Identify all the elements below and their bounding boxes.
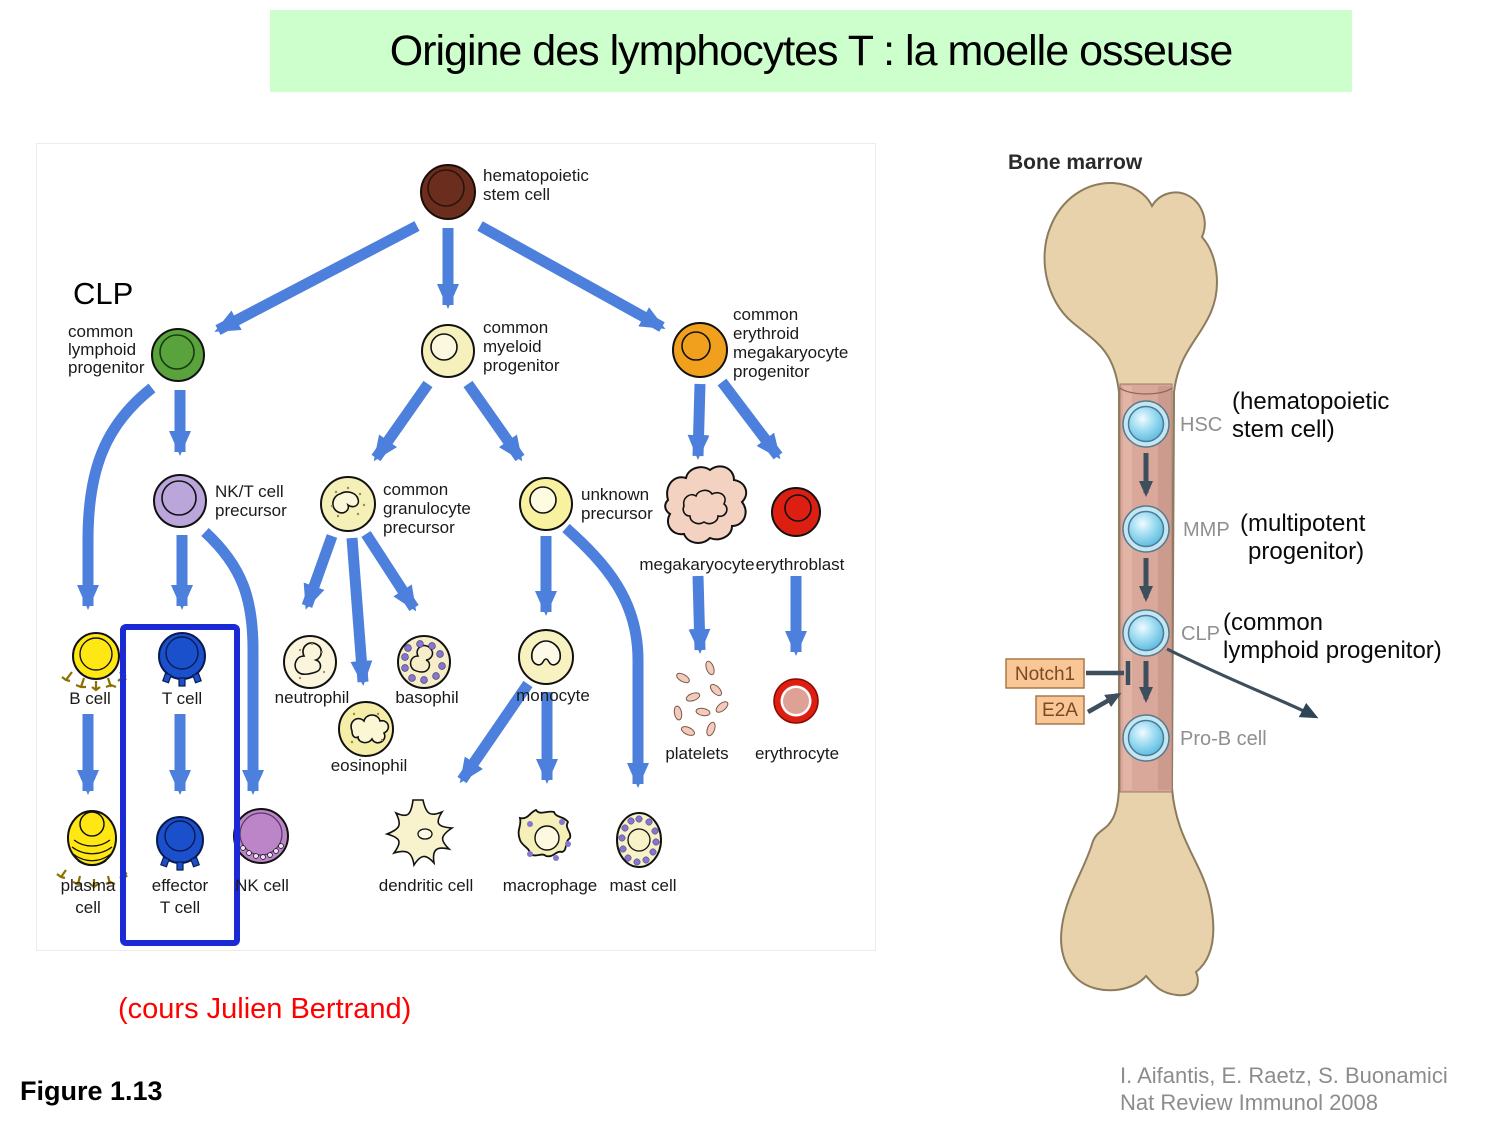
b-cell-label: B cell bbox=[69, 689, 111, 708]
cemp-label: common bbox=[733, 305, 798, 324]
monocyte-label: monocyte bbox=[516, 686, 590, 705]
svg-text:cell: cell bbox=[75, 898, 101, 917]
plasma-cell bbox=[56, 810, 128, 889]
svg-text:granulocyte: granulocyte bbox=[383, 499, 471, 518]
tree-arrows bbox=[77, 221, 807, 795]
cemp-cell bbox=[672, 322, 728, 378]
eosinophil-cell bbox=[338, 701, 394, 757]
clp-overlay-label: CLP bbox=[73, 276, 134, 311]
neutrophil-label: neutrophil bbox=[275, 688, 350, 707]
b-cell bbox=[61, 632, 127, 692]
mast-label: mast cell bbox=[609, 876, 676, 895]
platelets-cluster bbox=[673, 660, 729, 737]
erythroblast-cell bbox=[771, 487, 821, 537]
clp-label: common bbox=[68, 322, 133, 341]
svg-text:myeloid: myeloid bbox=[483, 337, 542, 356]
svg-text:lymphoid: lymphoid bbox=[68, 340, 136, 359]
svg-text:T cell: T cell bbox=[160, 898, 200, 917]
plasma-label: plasma bbox=[61, 876, 116, 895]
bone-mmp-cell bbox=[1122, 505, 1170, 553]
hematopoiesis-tree-diagram: hematopoietic stem cell common lymphoid … bbox=[56, 164, 849, 946]
megakaryocyte-label: megakaryocyte bbox=[639, 555, 754, 574]
svg-text:stem cell: stem cell bbox=[483, 185, 550, 204]
t-cell bbox=[158, 632, 206, 687]
dendritic-label: dendritic cell bbox=[379, 876, 474, 895]
clp-annotation: (common lymphoid progenitor) bbox=[1223, 609, 1442, 664]
mast-cell bbox=[616, 812, 662, 868]
cmp-cell bbox=[421, 324, 475, 378]
bone-prob-label: Pro-B cell bbox=[1180, 728, 1267, 750]
bone-arrows bbox=[1086, 453, 1319, 719]
t-cell-label: T cell bbox=[162, 689, 202, 708]
e2a-arrow bbox=[1086, 693, 1122, 714]
hsc-annotation: (hematopoietic stem cell) bbox=[1232, 388, 1390, 443]
bone-hsc-label: HSC bbox=[1180, 414, 1222, 436]
cgp-label: common bbox=[383, 480, 448, 499]
eosinophil-label: eosinophil bbox=[331, 756, 408, 775]
mmp-annotation: (multipotent progenitor) bbox=[1240, 510, 1366, 565]
monocyte-cell bbox=[518, 629, 574, 685]
svg-text:Notch1: Notch1 bbox=[1015, 664, 1075, 685]
granulocyte-precursor-cell bbox=[320, 476, 376, 532]
unknown-precursor-cell bbox=[519, 477, 573, 531]
notch1-box: Notch1 bbox=[1005, 658, 1085, 689]
nkt-label: NK/T cell bbox=[215, 482, 284, 501]
dendritic-cell bbox=[384, 799, 455, 868]
citation: I. Aifantis, E. Raetz, S. Buonamici Nat … bbox=[1120, 1063, 1448, 1115]
svg-text:erythroid: erythroid bbox=[733, 324, 799, 343]
macrophage-label: macrophage bbox=[503, 876, 598, 895]
hsc-cell bbox=[420, 164, 476, 220]
svg-text:E2A: E2A bbox=[1042, 700, 1078, 721]
femur-bone bbox=[1043, 181, 1218, 997]
bone-prob-cell bbox=[1122, 714, 1170, 762]
bone-clp-label: CLP bbox=[1181, 623, 1220, 645]
basophil-cell bbox=[397, 635, 451, 689]
svg-text:precursor: precursor bbox=[383, 518, 455, 537]
megakaryocyte-cell bbox=[664, 465, 748, 544]
svg-text:precursor: precursor bbox=[581, 504, 653, 523]
svg-text:megakaryocyte: megakaryocyte bbox=[733, 343, 848, 362]
platelets-label: platelets bbox=[665, 744, 728, 763]
erythrocyte-label: erythrocyte bbox=[755, 744, 839, 763]
bone-marrow-title: Bone marrow bbox=[1008, 151, 1143, 174]
hsc-label: hematopoietic bbox=[483, 166, 589, 185]
svg-text:progenitor: progenitor bbox=[733, 362, 810, 381]
nkt-precursor-cell bbox=[153, 474, 207, 528]
e2a-box: E2A bbox=[1035, 695, 1085, 725]
bone-clp-cell bbox=[1122, 609, 1170, 657]
bone-mmp-label: MMP bbox=[1183, 519, 1230, 541]
effector-t-label: effector bbox=[152, 876, 209, 895]
bone-hsc-cell bbox=[1122, 400, 1170, 448]
figure-number: Figure 1.13 bbox=[20, 1076, 163, 1106]
basophil-label: basophil bbox=[395, 688, 458, 707]
bone-marrow-diagram: Bone marrow bbox=[1005, 151, 1319, 997]
course-credit: (cours Julien Bertrand) bbox=[118, 993, 412, 1025]
clp-cell bbox=[151, 328, 205, 382]
svg-text:progenitor: progenitor bbox=[68, 358, 145, 377]
erythrocyte-cell bbox=[773, 678, 819, 724]
svg-text:progenitor: progenitor bbox=[483, 356, 560, 375]
svg-text:precursor: precursor bbox=[215, 501, 287, 520]
clp-exit-arrow bbox=[1166, 647, 1319, 719]
neutrophil-cell bbox=[283, 635, 337, 689]
macrophage-cell bbox=[517, 808, 572, 861]
hematopoiesis-figure-frame bbox=[36, 143, 876, 951]
nk-cell bbox=[233, 808, 289, 864]
effector-t-cell bbox=[156, 816, 204, 871]
nk-label: NK cell bbox=[235, 876, 289, 895]
unknown-label: unknown bbox=[581, 485, 649, 504]
page-title: Origine des lymphocytes T : la moelle os… bbox=[270, 10, 1352, 92]
t-cell-highlight-box bbox=[120, 624, 240, 946]
tree-labels: hematopoietic stem cell common lymphoid … bbox=[61, 166, 849, 917]
erythroblast-label: erythroblast bbox=[756, 555, 845, 574]
cmp-label: common bbox=[483, 318, 548, 337]
